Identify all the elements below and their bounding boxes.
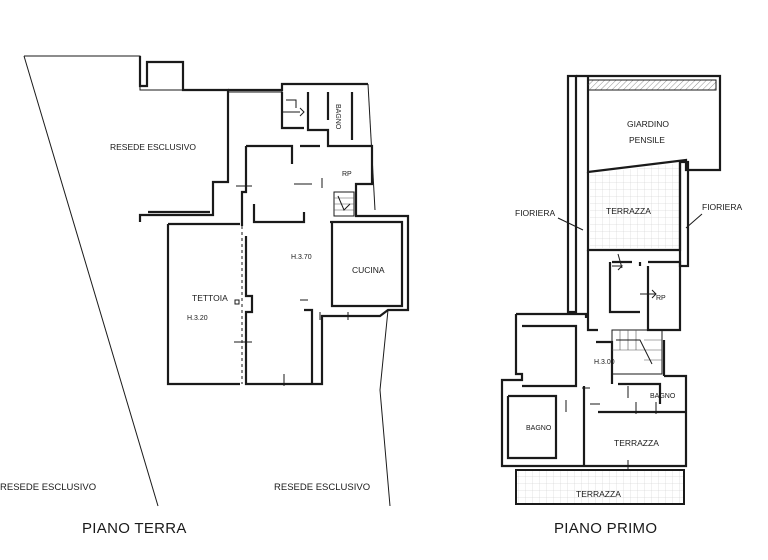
resede-bottom-label: RESEDE ESCLUSIVO bbox=[274, 482, 370, 493]
resede-wing-wall bbox=[138, 56, 230, 222]
terrazza-bottom-area bbox=[515, 469, 685, 505]
fioriera-right-planter bbox=[678, 160, 690, 268]
rp-label: RP bbox=[342, 171, 352, 178]
resede-left-label: RESEDE ESCLUSIVO bbox=[0, 482, 96, 493]
ground-floor-plan: RESEDE ESCLUSIVO BAGNO RP H.3.70 CUCINA … bbox=[0, 55, 410, 537]
rp-first-label: RP bbox=[656, 295, 666, 302]
height-main-label: H.3.70 bbox=[291, 254, 312, 261]
fioriera-left-planter bbox=[566, 74, 578, 314]
bagno-label: BAGNO bbox=[334, 104, 341, 130]
height-tettoia-label: H.3.20 bbox=[187, 315, 208, 322]
fioriera-left-label: FIORIERA bbox=[515, 208, 555, 218]
ground-floor-walls bbox=[228, 82, 368, 92]
tettoia-label: TETTOIA bbox=[192, 293, 228, 303]
fioriera-right-label: FIORIERA bbox=[702, 202, 742, 212]
height-first-label: H.3.00 bbox=[594, 359, 615, 366]
first-floor-title: PIANO PRIMO bbox=[554, 520, 657, 537]
terrazza-bottom-label: TERRAZZA bbox=[576, 489, 621, 499]
giardino-label: GIARDINO bbox=[627, 119, 669, 129]
ground-floor-title: PIANO TERRA bbox=[82, 520, 187, 537]
first-floor-plan: GIARDINO PENSILE FIORIERA FIORIERA TERRA… bbox=[500, 74, 742, 537]
resede-top-label: RESEDE ESCLUSIVO bbox=[110, 142, 196, 152]
cucina-label: CUCINA bbox=[352, 265, 385, 275]
pensile-label: PENSILE bbox=[629, 135, 665, 145]
staircase bbox=[333, 191, 355, 217]
resede-boundary bbox=[24, 55, 368, 93]
staircase-first-floor bbox=[611, 329, 663, 375]
terrazza-top-label: TERRAZZA bbox=[606, 206, 651, 216]
first-floor-walls bbox=[586, 250, 598, 332]
bagno-right-label: BAGNO bbox=[650, 393, 676, 400]
terrazza-mid-label: TERRAZZA bbox=[614, 438, 659, 448]
bagno-left-label: BAGNO bbox=[526, 425, 552, 432]
